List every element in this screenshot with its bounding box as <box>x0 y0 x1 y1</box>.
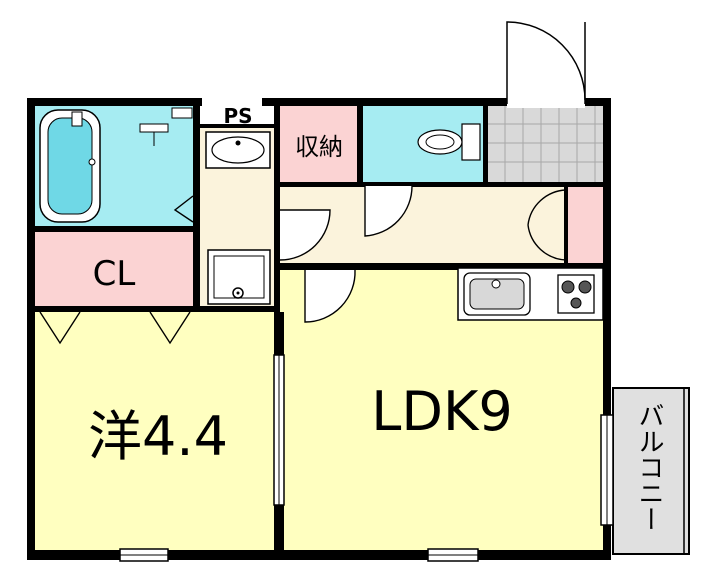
storage-fill <box>280 106 358 182</box>
pipe-space-label: PS <box>223 104 252 128</box>
entrance-tile-grid <box>488 106 603 182</box>
storage-label: 収納 <box>295 133 343 161</box>
toilet-icon <box>417 123 481 161</box>
bathtub-icon <box>39 109 101 223</box>
closet-label: CL <box>93 254 136 294</box>
interior-doors <box>39 185 567 345</box>
shower-faucet-icon <box>139 107 193 146</box>
ldk-label: LDK9 <box>371 380 512 443</box>
walls <box>27 98 611 560</box>
wash-basin-icon <box>205 131 271 169</box>
balcony-label: バルコニー <box>634 402 664 532</box>
shoe-cabinet-fill <box>567 187 603 263</box>
sliding-door-western-ldk <box>273 354 285 506</box>
kitchen-sink-icon <box>463 272 531 316</box>
washing-machine-pan-icon <box>207 249 271 305</box>
closet-fill <box>35 232 193 312</box>
window-west <box>119 548 169 562</box>
window-ldk <box>427 548 479 562</box>
pipe-space-fill <box>200 106 278 126</box>
stove-icon <box>557 274 595 314</box>
balcony-door <box>600 414 614 526</box>
western-room-fill <box>35 312 280 550</box>
entrance-door <box>506 21 586 108</box>
entrance-tile-fill <box>488 106 603 182</box>
western-room-label: 洋4.4 <box>88 405 228 468</box>
